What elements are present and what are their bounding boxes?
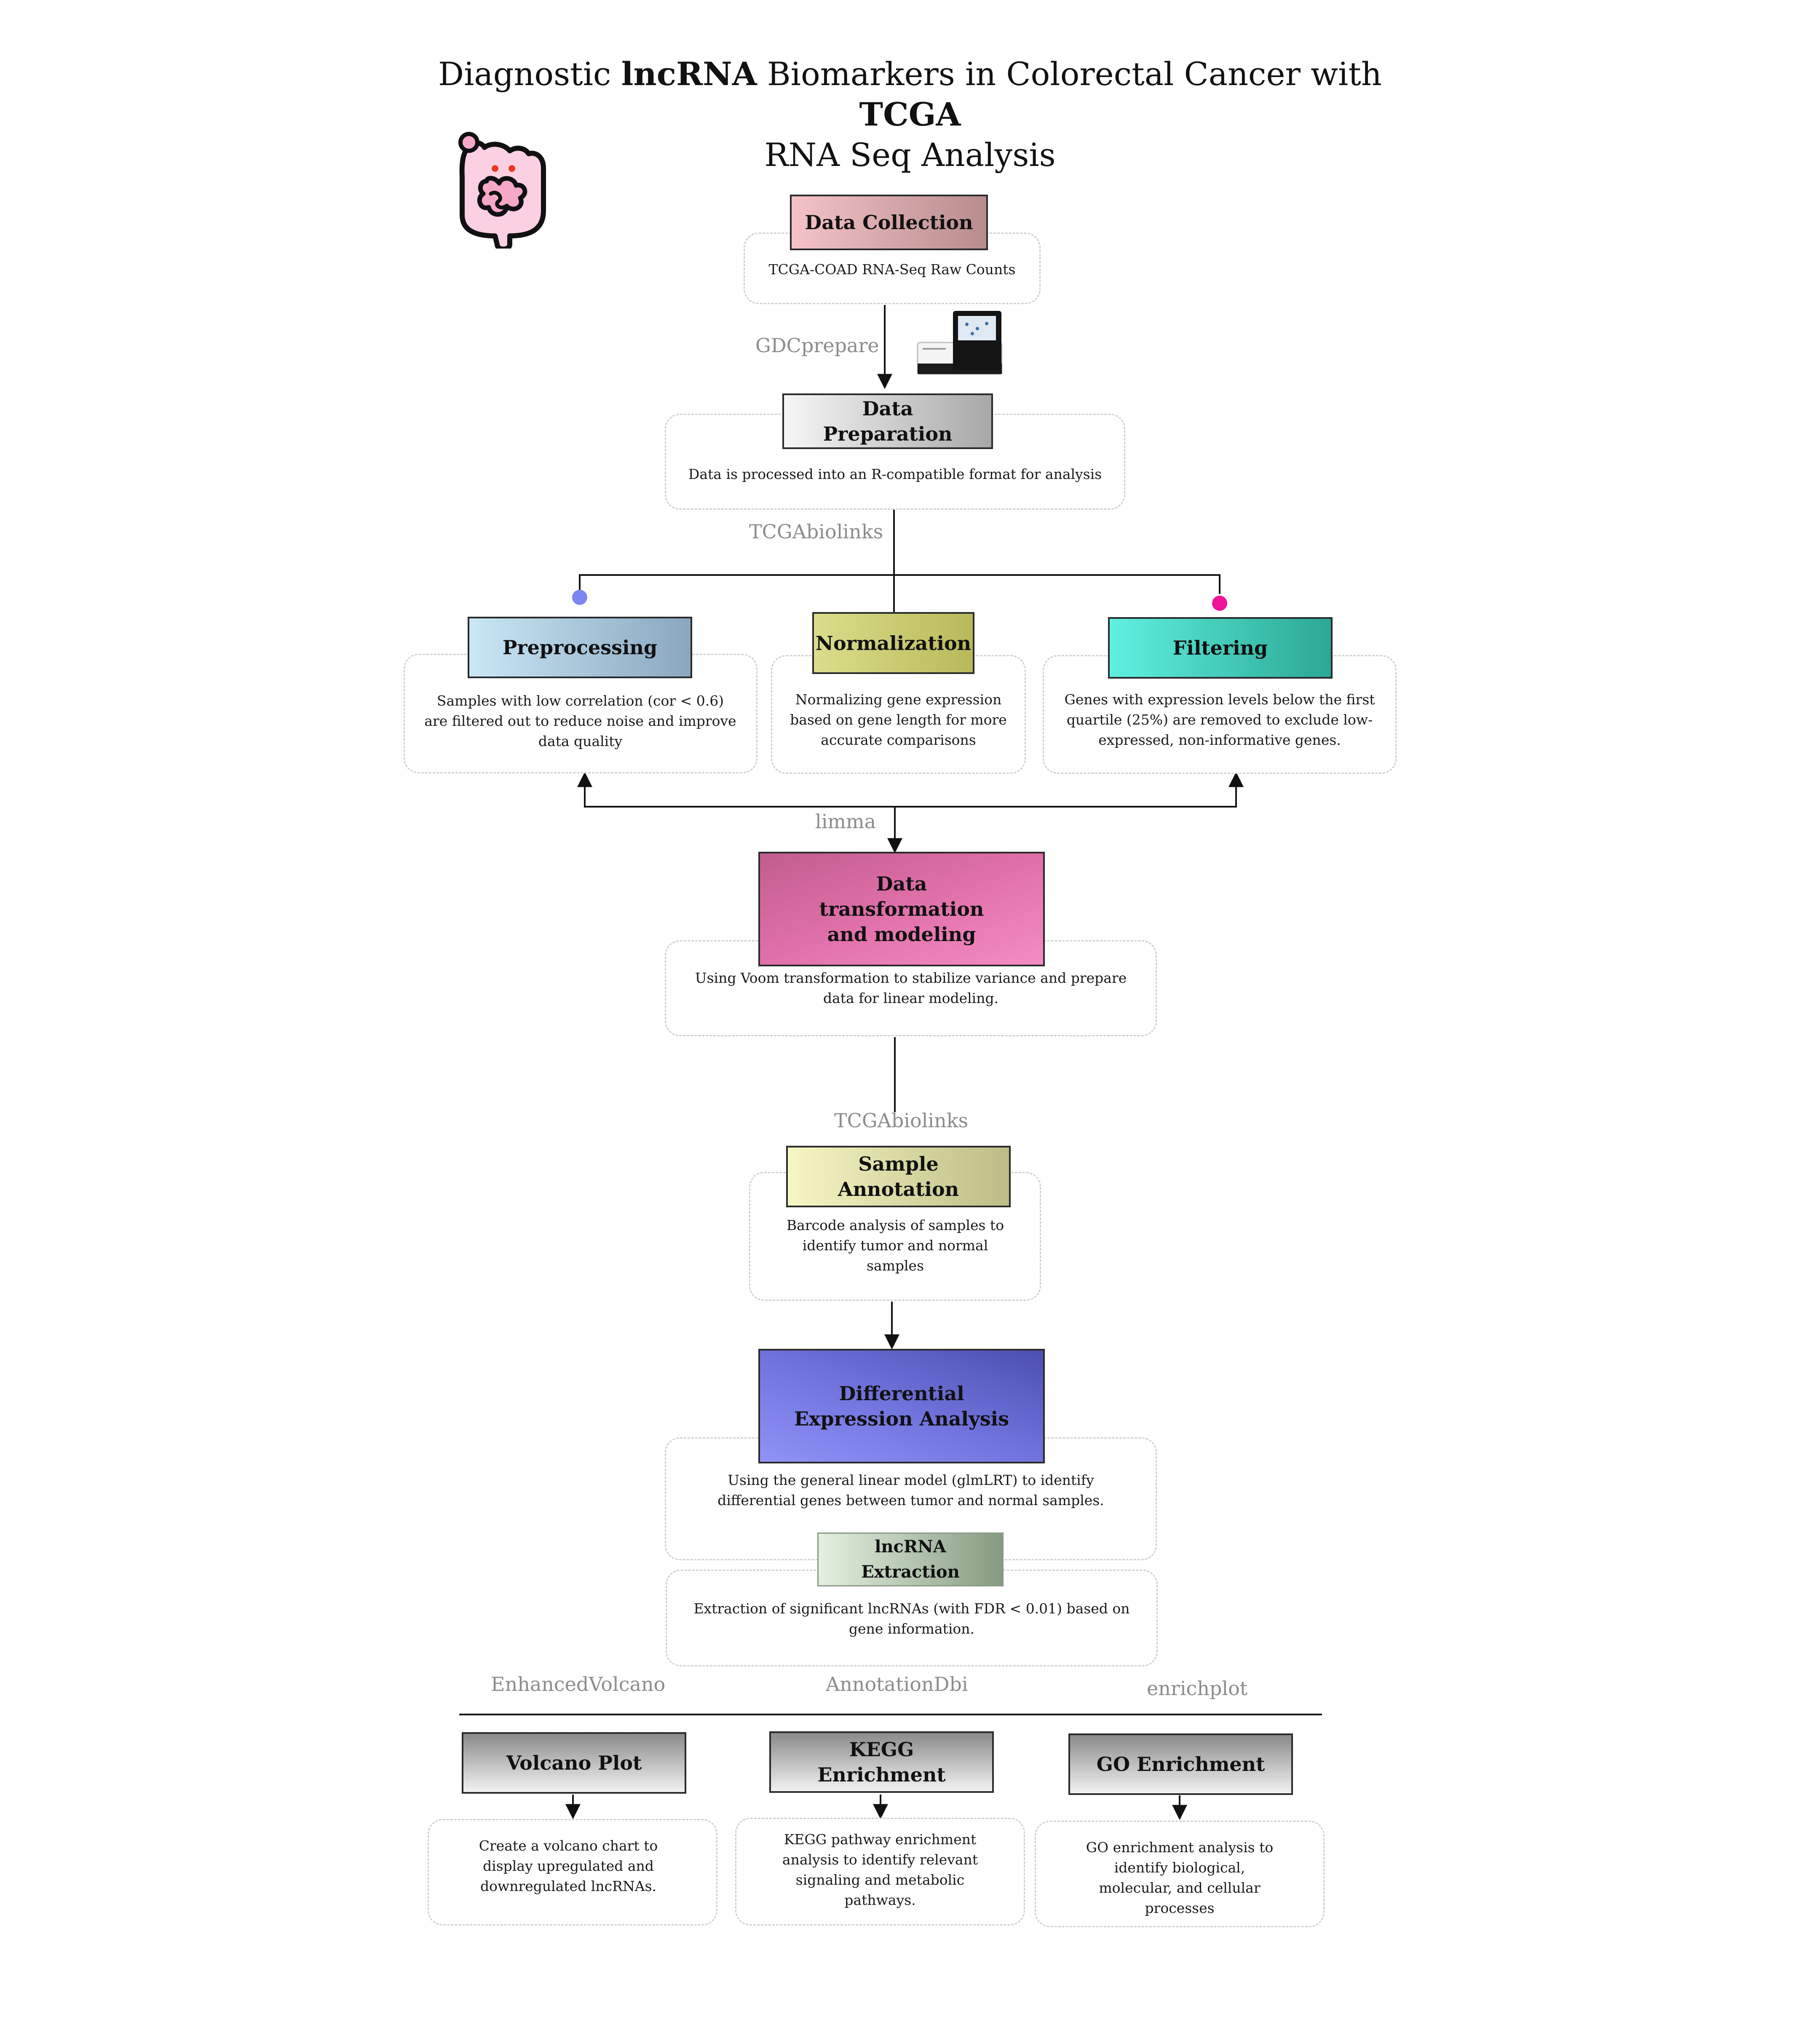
tool-annotationdbi: AnnotationDbi [826,1673,968,1696]
line-split-horizontal [579,574,1220,594]
tool-enrichplot: enrichplot [1147,1677,1248,1700]
tool-enhancedvolcano: EnhancedVolcano [491,1673,666,1696]
step-data-transformation: Data transformation and modeling [758,852,1045,966]
detail-text-differential-expression: Using the general linear model (glmLRT) … [717,1472,1104,1508]
tool-limma: limma [815,810,876,833]
filtering-dot [1212,596,1227,611]
step-sample-annotation: Sample Annotation [786,1146,1011,1207]
detail-text-transformation: Using Voom transformation to stabilize v… [695,970,1127,1006]
detail-text-go-enrichment: GO enrichment analysis to identify biolo… [1086,1839,1274,1916]
step-data-preparation: Data Preparation [782,393,993,449]
tool-gdcprepare: GDCprepare [755,334,879,357]
detail-card-normalization [771,655,1026,774]
title-line-1: Diagnostic lncRNA Biomarkers in Colorect… [404,54,1416,135]
detail-card-volcano-plot [428,1819,717,1926]
detail-text-kegg-enrichment: KEGG pathway enrichment analysis to iden… [782,1831,978,1908]
detail-card-kegg-enrichment [735,1818,1025,1926]
diagram-title: Diagnostic lncRNA Biomarkers in Colorect… [404,54,1416,175]
step-go-enrichment: GO Enrichment [1068,1733,1293,1795]
tool-tcgabiolinks-2: TCGAbiolinks [834,1109,969,1132]
tool-tcgabiolinks-1: TCGAbiolinks [749,520,883,543]
detail-text-filtering: Genes with expression levels below the f… [1064,691,1375,748]
step-data-collection: Data Collection [790,195,988,250]
title-text-2: Biomarkers in Colorectal Cancer with [757,55,1382,93]
intestine-icon [458,132,546,249]
detail-text-normalization: Normalizing gene expression based on gen… [790,691,1007,748]
step-differential-expression: Differential Expression Analysis [758,1349,1045,1463]
detail-text-sample-annotation: Barcode analysis of samples to identify … [786,1217,1004,1274]
preprocessing-dot [572,590,587,605]
title-line-2: RNA Seq Analysis [764,136,1056,174]
step-filtering: Filtering [1108,617,1333,679]
detail-card-go-enrichment [1035,1821,1325,1927]
step-kegg-enrichment: KEGG Enrichment [769,1731,994,1793]
step-preprocessing: Preprocessing [468,617,692,678]
detail-text-preprocessing: Samples with low correlation (cor < 0.6)… [424,693,736,749]
title-bold-2: TCGA [859,96,961,133]
step-volcano-plot: Volcano Plot [462,1732,686,1794]
step-lncrna-extraction: lncRNA Extraction [817,1533,1004,1586]
sequencer-icon [917,311,1003,375]
title-text-1: Diagnostic [438,55,621,93]
detail-text-lncrna-extraction: Extraction of significant lncRNAs (with … [693,1600,1130,1637]
detail-text-data-preparation: Data is processed into an R-compatible f… [688,466,1102,482]
step-normalization: Normalization [812,612,974,674]
title-bold-1: lncRNA [621,55,757,93]
line-merge-bracket [584,775,1237,808]
detail-text-volcano-plot: Create a volcano chart to display upregu… [479,1837,658,1894]
detail-text-data-collection: TCGA-COAD RNA-Seq Raw Counts [768,261,1016,278]
